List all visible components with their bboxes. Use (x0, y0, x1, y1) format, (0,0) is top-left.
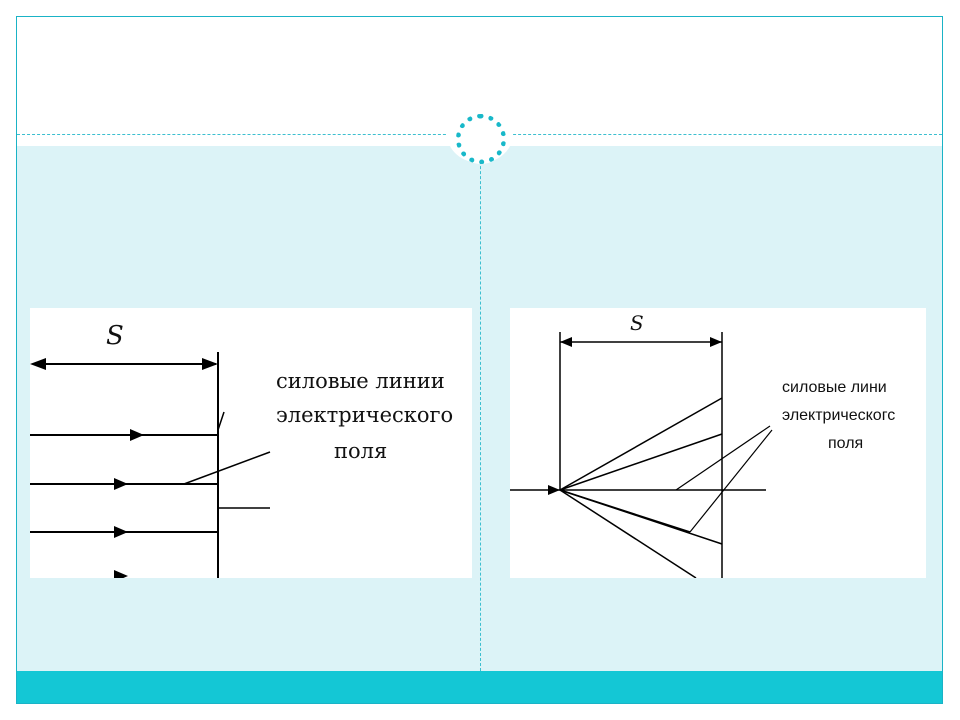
caption-line-1: силовые лини (782, 379, 887, 396)
caption-line-1: силовые линии (276, 369, 445, 393)
leader-line (689, 429, 773, 533)
nonuniform-field-diagram: S силовые лини электрическогс поля (510, 308, 926, 578)
field-line (559, 489, 697, 578)
uniform-field-svg: S силовые линии электрического поля (30, 321, 453, 578)
leader-line (183, 451, 271, 485)
bottom-accent-bar (17, 671, 942, 703)
distance-label: S (630, 311, 644, 335)
field-arrowhead (114, 478, 128, 490)
vertical-divider (480, 146, 481, 671)
uniform-field-diagram: S силовые линии электрического поля (30, 308, 472, 578)
nonuniform-field-svg: S силовые лини электрическогс поля (510, 311, 895, 578)
field-arrowhead (114, 526, 128, 538)
point-charge-arrowhead (548, 485, 560, 495)
leader-line (675, 425, 771, 491)
dimension-arrowhead-left (560, 337, 572, 347)
field-arrowhead (114, 570, 128, 578)
caption-line-3: поля (828, 435, 863, 452)
ring-icon (456, 114, 506, 164)
dimension-arrowhead-right (202, 358, 218, 370)
caption-line-3: поля (334, 439, 387, 463)
field-line (559, 397, 723, 491)
caption-line-2: электрического (276, 403, 453, 427)
distance-label: S (106, 321, 124, 351)
slide-frame (16, 16, 943, 704)
field-arrowhead (130, 429, 144, 441)
field-line (559, 489, 691, 533)
field-line (559, 433, 723, 491)
leader-line (217, 411, 225, 431)
caption-line-2: электрическогс (782, 407, 895, 424)
dimension-arrowhead-right (710, 337, 722, 347)
dimension-arrowhead-left (30, 358, 46, 370)
